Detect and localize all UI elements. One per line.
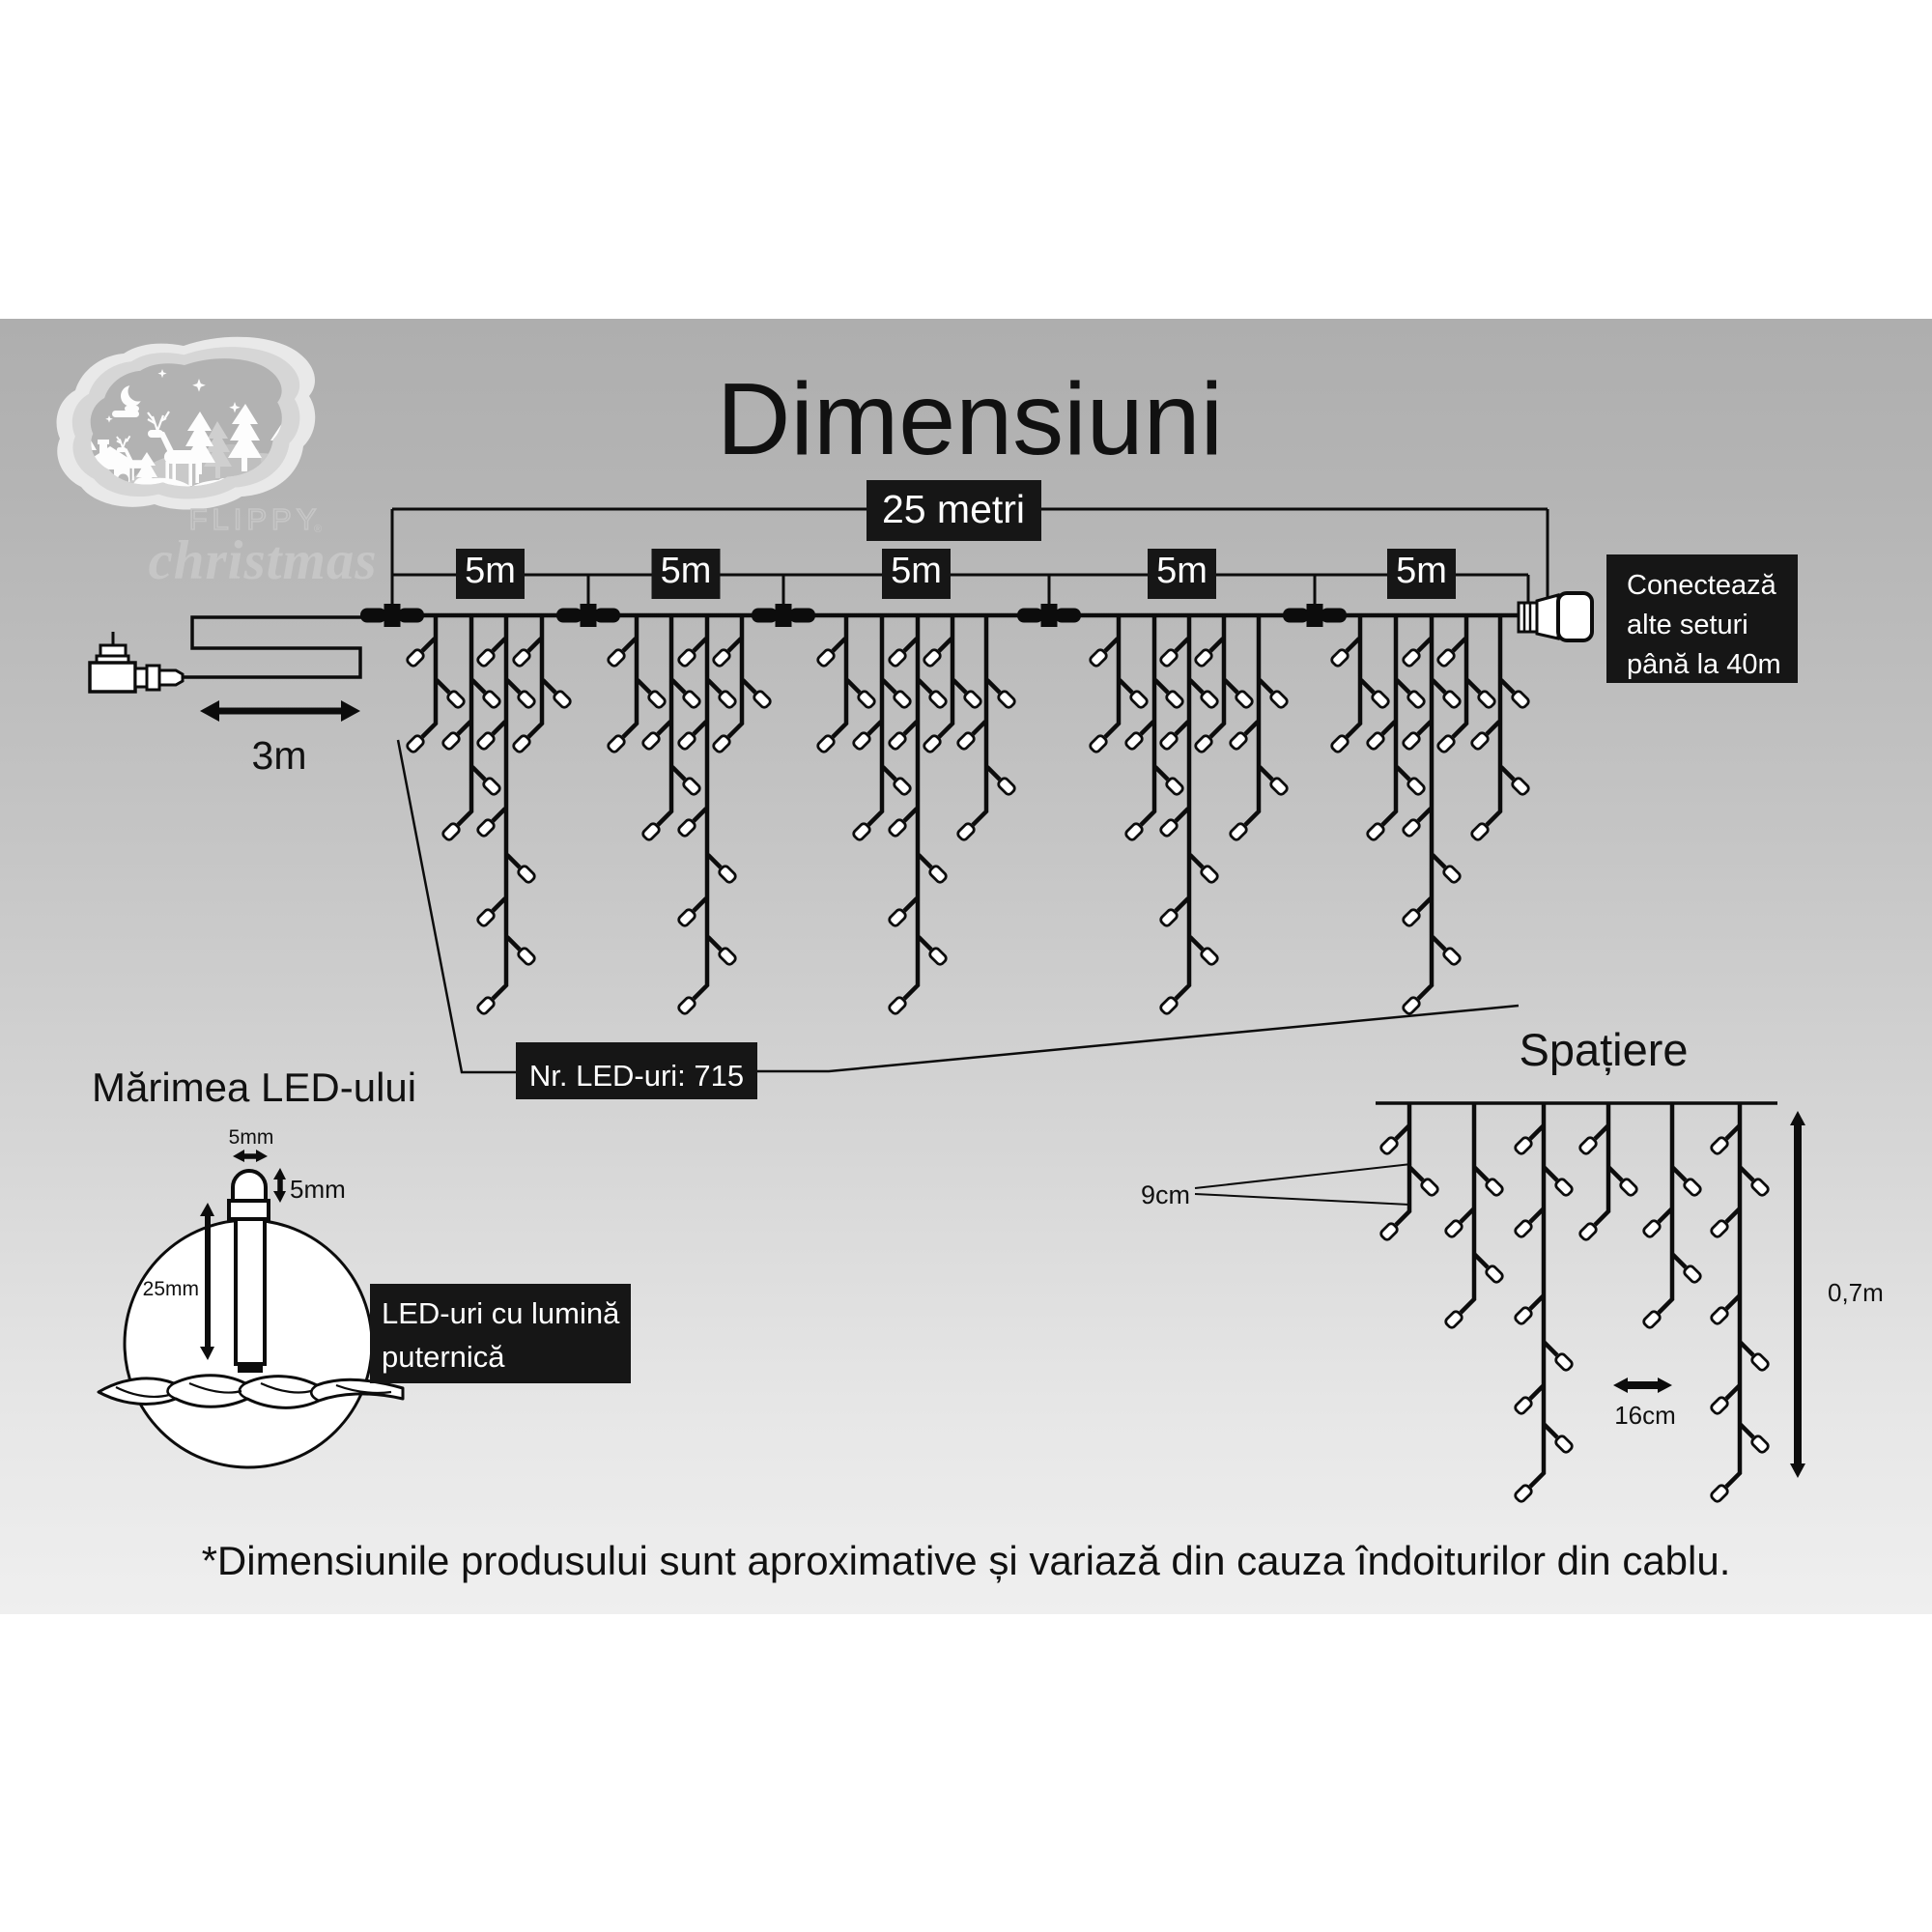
svg-text:25mm: 25mm xyxy=(143,1278,199,1300)
svg-text:Spațiere: Spațiere xyxy=(1519,1024,1688,1075)
svg-text:*Dimensiunile produsului sunt: *Dimensiunile produsului sunt aproximati… xyxy=(202,1538,1731,1583)
svg-text:Nr. LED-uri: 715: Nr. LED-uri: 715 xyxy=(529,1059,744,1093)
svg-text:puternică: puternică xyxy=(382,1340,505,1374)
svg-text:LED-uri cu lumină: LED-uri cu lumină xyxy=(382,1296,620,1330)
svg-text:5m: 5m xyxy=(891,551,942,591)
svg-text:5m: 5m xyxy=(1396,551,1447,591)
svg-text:Mărimea LED-ului: Mărimea LED-ului xyxy=(92,1065,416,1110)
svg-text:16cm: 16cm xyxy=(1614,1401,1676,1430)
svg-text:3m: 3m xyxy=(252,733,307,778)
svg-text:®: ® xyxy=(314,524,322,535)
svg-text:alte seturi: alte seturi xyxy=(1627,610,1748,640)
svg-text:25 metri: 25 metri xyxy=(882,487,1025,531)
svg-text:5mm: 5mm xyxy=(290,1175,346,1204)
svg-text:5m: 5m xyxy=(1156,551,1208,591)
svg-text:până la 40m: până la 40m xyxy=(1627,649,1781,680)
svg-text:5m: 5m xyxy=(465,551,516,591)
svg-text:Conectează: Conectează xyxy=(1627,570,1777,601)
svg-text:FLIPPY: FLIPPY xyxy=(189,502,322,536)
svg-text:9cm: 9cm xyxy=(1141,1180,1190,1209)
svg-text:Dimensiuni: Dimensiuni xyxy=(717,362,1223,476)
svg-text:0,7m: 0,7m xyxy=(1828,1278,1884,1307)
svg-text:5m: 5m xyxy=(661,551,712,591)
svg-text:5mm: 5mm xyxy=(229,1126,274,1149)
svg-text:christmas: christmas xyxy=(148,530,377,591)
